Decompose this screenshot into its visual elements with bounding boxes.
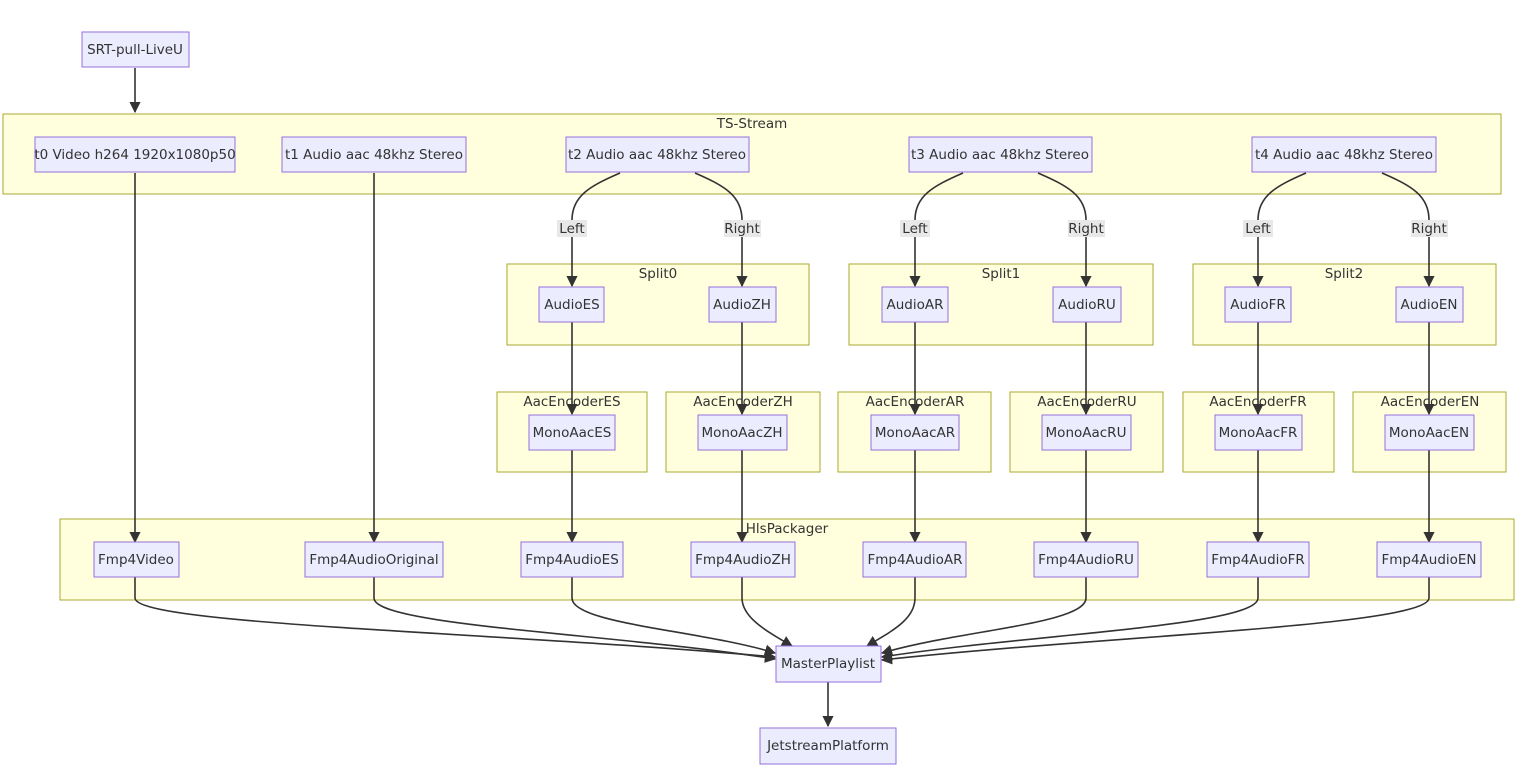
edges [129,68,1435,728]
edge-fmp4zh-to-master [741,577,793,647]
cluster-label: Split2 [1325,266,1364,282]
node-fmp4-audio-en[interactable]: Fmp4AudioEN [1376,541,1482,578]
edge-t2-left [566,172,621,288]
cluster-label: AacEncoderEN [1381,394,1480,410]
node-label: Fmp4AudioRU [1038,552,1134,568]
node-fmp4-video[interactable]: Fmp4Video [93,541,180,578]
node-audio-ru[interactable]: AudioRU [1052,286,1122,323]
edge-t4-left [1252,172,1307,288]
node-t0-video[interactable]: t0 Video h264 1920x1080p50 [34,136,236,173]
node-label: JetstreamPlatform [766,738,889,754]
node-label: Fmp4AudioFR [1211,552,1305,568]
edge-label-left: Left [902,221,927,237]
edge-fmp4fr-to-master [880,577,1259,661]
node-mono-aac-es[interactable]: MonoAacES [528,414,616,451]
node-label: t2 Audio aac 48khz Stereo [568,147,746,163]
node-mono-aac-ar[interactable]: MonoAacAR [870,414,960,451]
node-label: Fmp4AudioEN [1381,552,1476,568]
edge-label-right: Right [1411,221,1447,237]
node-fmp4-audio-zh[interactable]: Fmp4AudioZH [690,541,796,578]
node-audio-ar[interactable]: AudioAR [881,286,949,323]
node-label: Fmp4AudioZH [695,552,791,568]
edge-fmp4ar-to-master [866,577,916,647]
node-t3-audio[interactable]: t3 Audio aac 48khz Stereo [908,136,1093,173]
node-fmp4-audio-fr[interactable]: Fmp4AudioFR [1206,541,1310,578]
node-t1-audio[interactable]: t1 Audio aac 48khz Stereo [281,136,467,173]
node-label: Fmp4AudioAR [867,552,962,568]
node-label: MonoAacAR [875,425,955,441]
node-label: AudioZH [713,297,771,313]
edge-t3-right [1037,172,1092,288]
edge-fmp4en-to-master [880,577,1430,665]
node-label: AudioRU [1058,297,1116,313]
node-audio-en[interactable]: AudioEN [1395,286,1464,323]
node-label: SRT-pull-LiveU [87,42,183,58]
cluster-label: Split1 [982,266,1021,282]
node-fmp4-audio-es[interactable]: Fmp4AudioES [520,541,624,578]
cluster-label: TS-Stream [716,116,788,132]
node-label: AudioFR [1230,297,1286,313]
cluster-ts-stream: TS-Stream [2,113,1502,195]
node-t2-audio[interactable]: t2 Audio aac 48khz Stereo [565,136,750,173]
edge-t3-left [909,172,964,288]
node-label: AudioES [544,297,599,313]
node-label: t4 Audio aac 48khz Stereo [1255,147,1433,163]
node-label: MasterPlaylist [781,656,875,672]
edge-label-right: Right [724,221,760,237]
cluster-label: AacEncoderZH [693,394,793,410]
node-audio-zh[interactable]: AudioZH [708,286,777,323]
edge-labels: Left Right Left Right Left Right [557,220,1448,237]
node-audio-fr[interactable]: AudioFR [1224,286,1292,323]
edge-fmp4original-to-master [373,577,777,663]
node-label: Fmp4AudioOriginal [309,552,438,568]
node-jetstream-platform[interactable]: JetstreamPlatform [759,727,897,765]
node-fmp4-audio-original[interactable]: Fmp4AudioOriginal [304,541,444,578]
node-t4-audio[interactable]: t4 Audio aac 48khz Stereo [1251,136,1437,173]
edge-label-left: Left [1245,221,1270,237]
node-mono-aac-en[interactable]: MonoAacEN [1384,414,1475,451]
node-label: Fmp4AudioES [525,552,619,568]
edge-label-left: Left [559,221,584,237]
node-label: MonoAacRU [1046,425,1127,441]
node-label: MonoAacFR [1219,425,1298,441]
node-mono-aac-fr[interactable]: MonoAacFR [1214,414,1303,451]
node-mono-aac-ru[interactable]: MonoAacRU [1041,414,1132,451]
node-label: AudioAR [887,297,944,313]
cluster-label: HlsPackager [746,521,829,537]
node-master-playlist[interactable]: MasterPlaylist [775,645,882,683]
node-label: t1 Audio aac 48khz Stereo [285,147,463,163]
edge-t2-right [694,172,748,288]
node-srt-pull-liveu[interactable]: SRT-pull-LiveU [81,31,190,68]
node-label: MonoAacES [533,425,612,441]
edge-fmp4es-to-master [571,577,777,656]
node-label: t3 Audio aac 48khz Stereo [911,147,1089,163]
node-label: MonoAacEN [1389,425,1469,441]
node-label: t0 Video h264 1920x1080p50 [34,147,235,163]
cluster-label: AacEncoderRU [1037,394,1136,410]
node-label: AudioEN [1401,297,1458,313]
edge-fmp4ru-to-master [880,577,1087,656]
node-label: MonoAacZH [701,425,782,441]
node-mono-aac-zh[interactable]: MonoAacZH [697,414,788,451]
edge-label-right: Right [1068,221,1104,237]
edge-t4-right [1381,172,1435,288]
node-fmp4-audio-ar[interactable]: Fmp4AudioAR [862,541,967,578]
cluster-label: Split0 [639,266,678,282]
node-audio-es[interactable]: AudioES [538,286,605,323]
node-fmp4-audio-ru[interactable]: Fmp4AudioRU [1033,541,1139,578]
edge-fmp4video-to-master [134,577,777,662]
node-label: Fmp4Video [98,552,174,568]
